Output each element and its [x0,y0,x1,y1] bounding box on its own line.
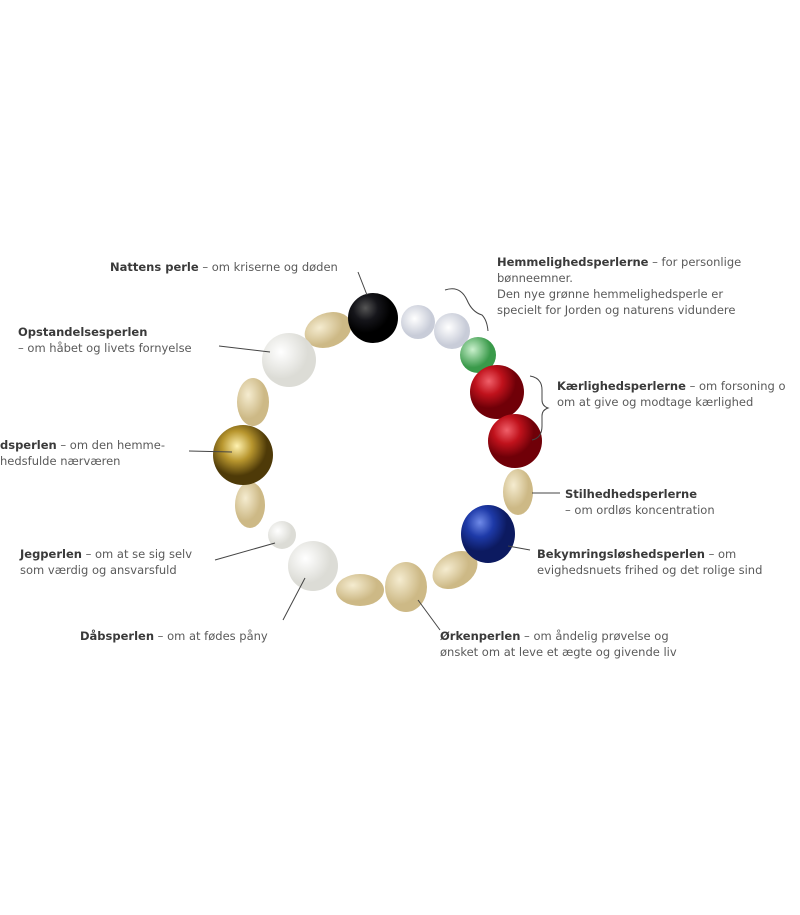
white-bead [262,333,316,387]
clear-bead [401,305,435,339]
small-white-bead [268,521,296,549]
cream-bead [235,482,265,528]
label-gudsperlen: dsperlen – om den hemme-hedsfulde nærvær… [0,438,165,468]
red-bead [488,414,542,468]
black-bead [348,293,398,343]
white-bead [288,541,338,591]
cream-bead [304,312,352,348]
bracket-hemmelighed [444,288,489,332]
label-daabsperlen: Dåbsperlen – om at fødes påny [80,629,268,643]
blue-bead [461,505,515,563]
beads [213,293,542,612]
clear-bead [434,313,470,349]
cream-bead [237,378,269,426]
cream-bead [432,551,478,589]
gold-bead [213,425,273,485]
label-nattens-perle: Nattens perle – om kriserne og døden [110,260,338,274]
leader-lines [188,271,560,631]
cream-bead [385,562,427,612]
bracket-kaerlighed [529,375,550,441]
label-opstandelsesperlen: Opstandelsesperlen– om håbet og livets f… [18,325,192,355]
cream-bead [503,469,533,515]
cream-bead [336,574,384,606]
green-bead [460,337,496,373]
label-stilhedhedsperlerne: Stilhedhedsperlerne– om ordløs koncentra… [565,487,715,517]
red-bead [470,365,524,419]
